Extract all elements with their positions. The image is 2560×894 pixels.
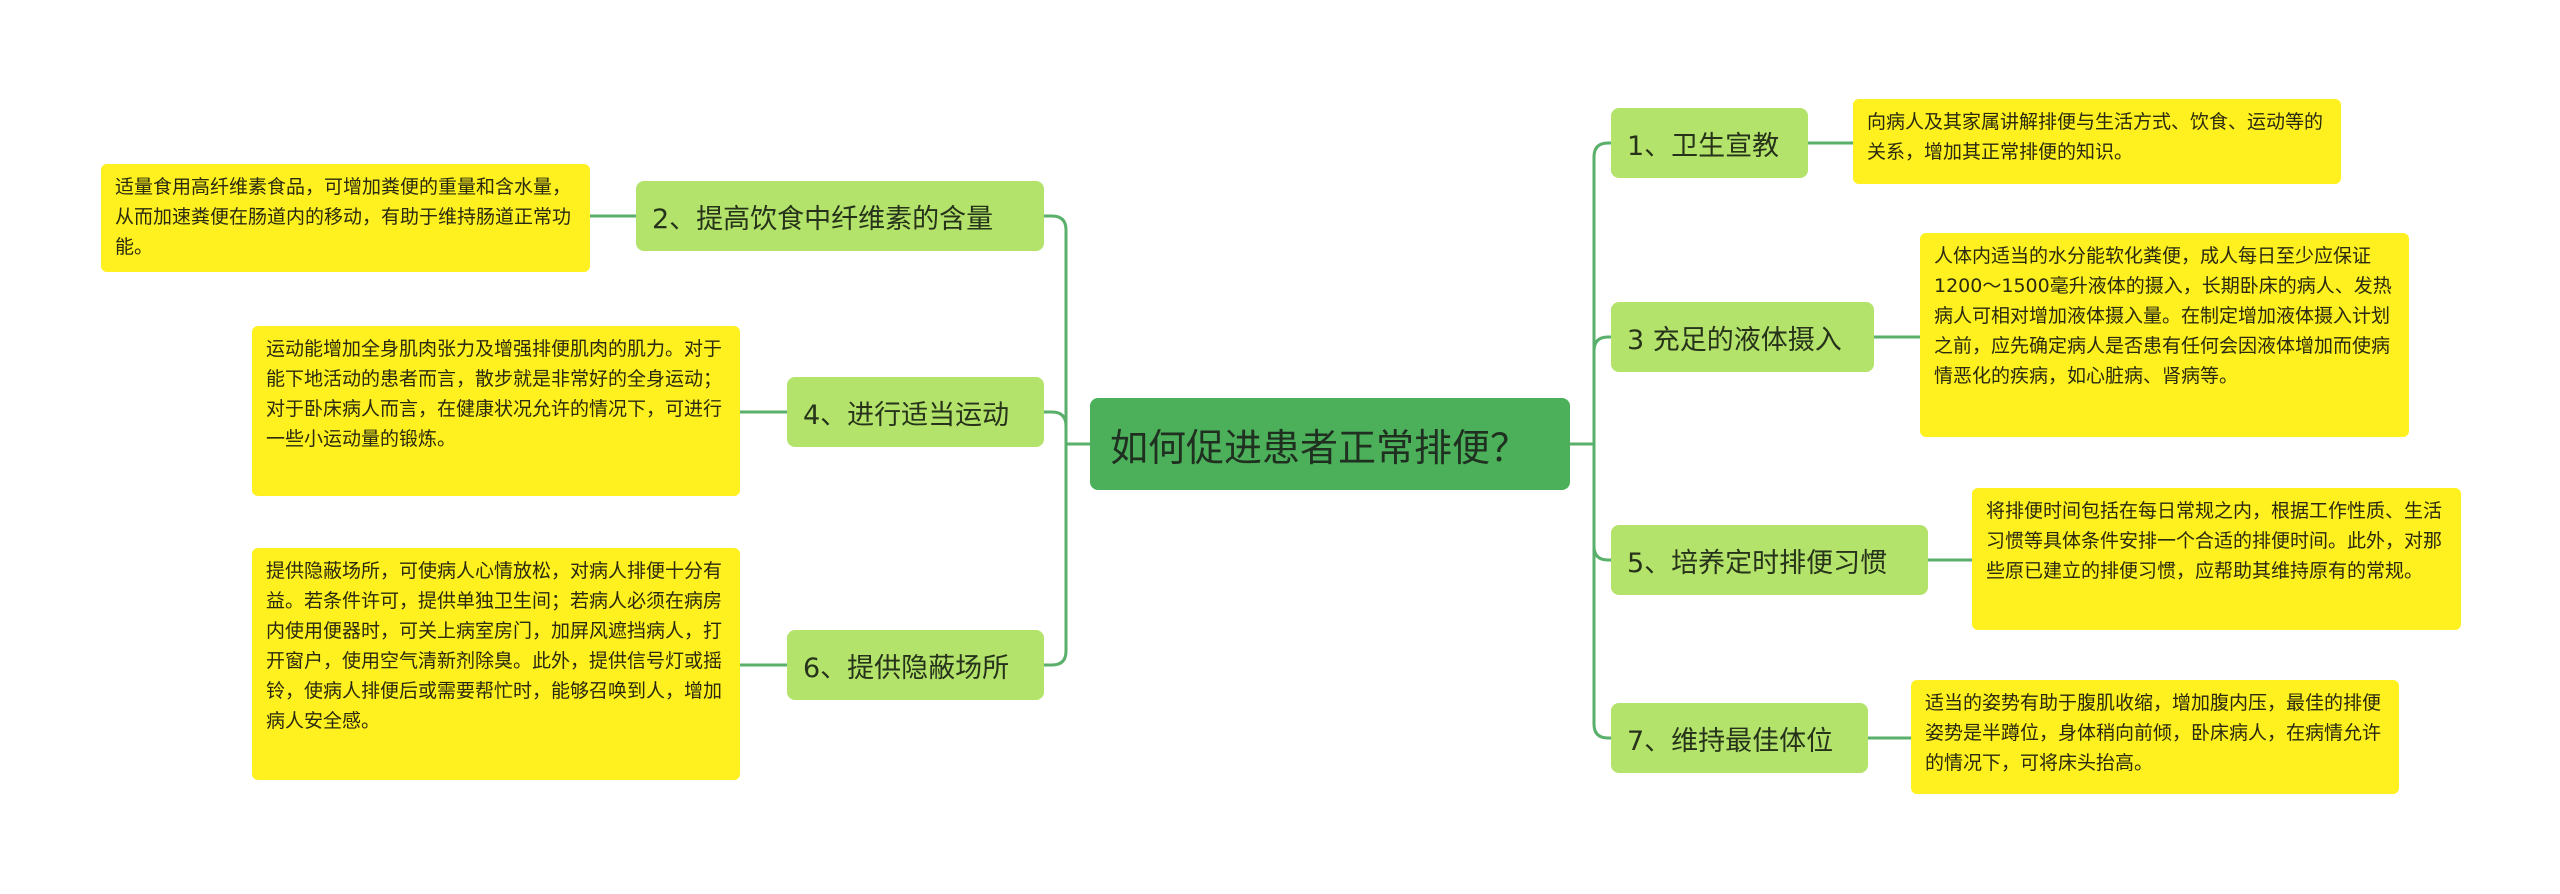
branch-health-education[interactable]: 1、卫生宣教: [1611, 108, 1808, 178]
branch-bowel-habit[interactable]: 5、培养定时排便习惯: [1611, 525, 1928, 595]
detail-best-position: 适当的姿势有助于腹肌收缩，增加腹内压，最佳的排便姿势是半蹲位，身体稍向前倾，卧床…: [1911, 680, 2399, 794]
connector-right-0: [1592, 141, 1611, 444]
branch-fiber-intake[interactable]: 2、提高饮食中纤维素的含量: [636, 181, 1044, 251]
connector-left-2: [1044, 444, 1068, 667]
branch-exercise[interactable]: 4、进行适当运动: [787, 377, 1044, 447]
detail-fluid-intake: 人体内适当的水分能软化粪便，成人每日至少应保证1200～1500毫升液体的摄入，…: [1920, 233, 2409, 437]
branch-private-place[interactable]: 6、提供隐蔽场所: [787, 630, 1044, 700]
central-topic[interactable]: 如何促进患者正常排便？: [1090, 398, 1570, 490]
connector-left-0: [1044, 214, 1068, 444]
detail-private-place: 提供隐蔽场所，可使病人心情放松，对病人排便十分有益。若条件许可，提供单独卫生间；…: [252, 548, 740, 780]
branch-fluid-intake[interactable]: 3 充足的液体摄入: [1611, 302, 1874, 372]
detail-exercise: 运动能增加全身肌肉张力及增强排便肌肉的肌力。对于能下地活动的患者而言，散步就是非…: [252, 326, 740, 496]
connector-right-2: [1592, 444, 1611, 562]
connector-right-1: [1592, 335, 1611, 444]
detail-health-education: 向病人及其家属讲解排便与生活方式、饮食、运动等的关系，增加其正常排便的知识。: [1853, 99, 2341, 184]
detail-bowel-habit: 将排便时间包括在每日常规之内，根据工作性质、生活习惯等具体条件安排一个合适的排便…: [1972, 488, 2461, 630]
branch-best-position[interactable]: 7、维持最佳体位: [1611, 703, 1868, 773]
connector-right-3: [1592, 444, 1611, 740]
connector-left-1: [1044, 410, 1068, 444]
detail-fiber-intake: 适量食用高纤维素食品，可增加粪便的重量和含水量，从而加速粪便在肠道内的移动，有助…: [101, 164, 590, 272]
